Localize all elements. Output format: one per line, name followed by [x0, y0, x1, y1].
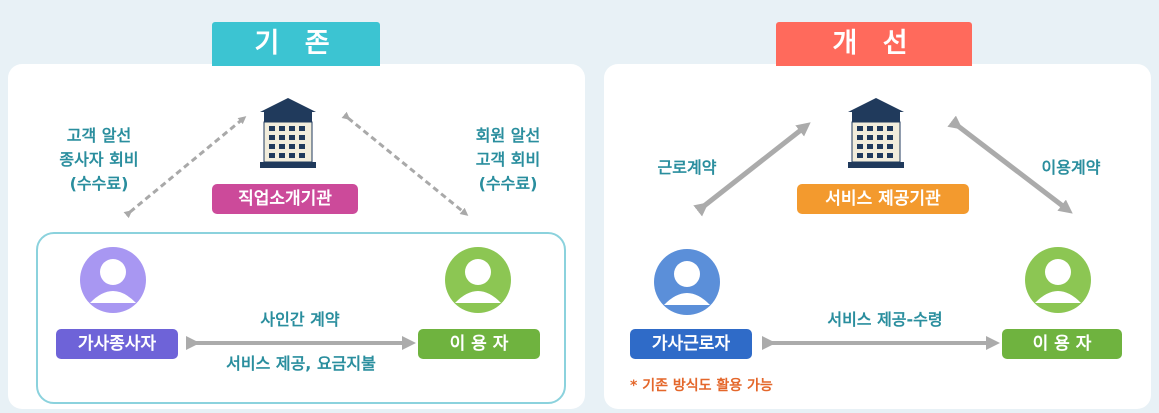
contract-top-right: 서비스 제공-수령	[827, 310, 943, 329]
annotation-line: (수수료)	[478, 174, 538, 193]
footnote: * 기존 방식도 활용 가능	[630, 378, 773, 394]
contract-bottom-left: 서비스 제공, 요금지불	[226, 354, 376, 373]
user-label-left: 이 용 자	[418, 329, 540, 359]
building-icon	[260, 98, 316, 168]
right-annotation: 회원 알선 고객 회비 (수수료)	[448, 124, 568, 196]
annotation-line: (수수료)	[69, 174, 129, 193]
header-improved: 개 선	[776, 22, 972, 66]
agency-label-right: 서비스 제공기관	[797, 184, 969, 214]
usage-contract-annotation: 이용계약	[1041, 158, 1101, 177]
person-avatar-icon	[80, 247, 146, 313]
agency-label-left: 직업소개기관	[212, 184, 358, 214]
worker-label-left: 가사종사자	[56, 329, 178, 359]
worker-label-right: 가사근로자	[630, 329, 752, 359]
annotation-line: 종사자 회비	[59, 150, 139, 169]
annotation-line: 고객 알선	[66, 126, 132, 145]
annotation-line: 회원 알선	[475, 126, 541, 145]
double-arrow-icon	[123, 116, 247, 219]
person-avatar-icon	[654, 249, 720, 315]
private-contract-group	[36, 232, 566, 404]
double-arrow-icon	[693, 122, 811, 217]
user-label-right: 이 용 자	[1002, 329, 1122, 359]
header-existing: 기 존	[212, 22, 380, 66]
labor-contract-annotation: 근로계약	[657, 158, 717, 177]
left-annotation: 고객 알선 종사자 회비 (수수료)	[34, 124, 164, 196]
annotation-line: 고객 회비	[475, 150, 541, 169]
person-avatar-icon	[445, 247, 511, 313]
person-avatar-icon	[1025, 247, 1091, 313]
contract-top-left: 사인간 계약	[260, 310, 340, 329]
double-arrow-icon	[341, 111, 469, 216]
double-arrow-icon	[947, 115, 1073, 214]
building-icon	[848, 98, 904, 168]
